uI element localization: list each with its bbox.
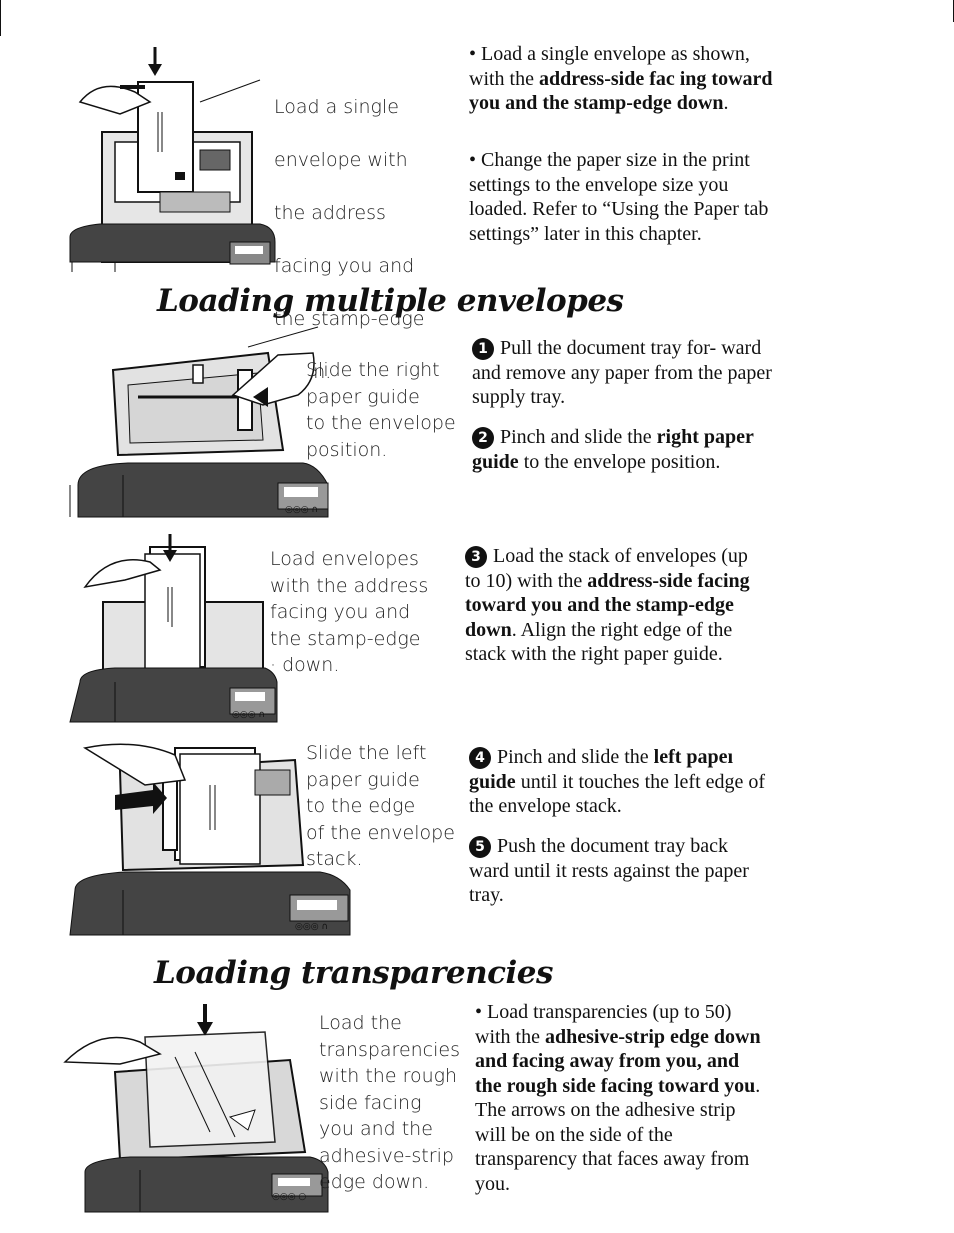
step-number-5-icon: 5: [469, 836, 491, 858]
control-panel-buttons: ◎◎◎ ∩: [232, 710, 266, 720]
control-panel-buttons: ◎◎◎ ○: [272, 1192, 307, 1202]
text-run: • Change the paper size in the print set…: [469, 149, 769, 245]
step-number-4-icon: 4: [469, 747, 491, 769]
caption-line: envelope with: [274, 148, 408, 171]
step-5-body: Push the document tray back ward until i…: [469, 835, 749, 906]
printer-single-envelope-illustration: [69, 47, 276, 272]
step3-caption: Load envelopes with the address facing y…: [270, 548, 429, 676]
section-heading-transparencies: Loading transparencies: [154, 955, 553, 991]
text-run: Pinch and slide the: [500, 426, 657, 448]
transparency-bullet: • Load transparencies (up to 50) with th…: [475, 1000, 768, 1196]
text-run: until it touches the left edge of the en…: [469, 770, 766, 818]
caption-line: Load a single: [274, 95, 399, 118]
printer-envelope-stack-illustration: [69, 534, 278, 723]
caption-line: the stamp-edge: [274, 307, 425, 330]
step-1-body: Pull the document tray for- ward and rem…: [472, 337, 772, 408]
scan-edge-mark: [0, 0, 1, 36]
caption-line: facing you and: [274, 254, 415, 277]
step-number-3-icon: 3: [465, 546, 487, 568]
step-number-1-icon: 1: [472, 338, 494, 360]
single-envelope-caption: Load a single envelope with the address …: [274, 67, 464, 412]
text-run: . The arrows on the adhesive strip will …: [475, 1074, 761, 1195]
bold-text: address-side facing toward you and the s…: [465, 569, 750, 641]
single-envelope-bullet-1: • Load a single envelope as shown, with …: [469, 42, 774, 116]
bold-text: address-side fac ing toward you and the …: [469, 67, 773, 115]
step-number-2-icon: 2: [472, 427, 494, 449]
single-envelope-bullet-2: • Change the paper size in the print set…: [469, 148, 769, 246]
text-run: Load the stack of envelopes (up to 10) w…: [465, 545, 748, 592]
transparency-caption: Load the transparencies with the rough s…: [319, 1012, 460, 1193]
bold-text: right paper guide: [472, 426, 754, 473]
text-run: Push the document tray back ward until i…: [469, 835, 749, 906]
bold-text: left papeı guide: [469, 746, 734, 793]
text-run: .: [723, 92, 729, 114]
printer-transparency-illustration: [63, 1004, 329, 1213]
text-run: . Align the right edge of the stack with…: [465, 618, 733, 666]
text-run: to the envelope position.: [518, 450, 721, 473]
control-panel-buttons: ◎◎◎ ∩: [285, 505, 319, 515]
step4-caption: Slide the left paper guide to the edge o…: [306, 742, 455, 870]
step-4-body: Pinch and slide the left papeı guide unt…: [469, 746, 765, 817]
step-3-body: Load the stack of envelopes (up to 10) w…: [465, 545, 750, 665]
text-run: • Load a single envelope as shown, with …: [469, 43, 750, 90]
text-run: • Load transparencies (up to 50) with th…: [475, 1001, 732, 1048]
step-2-body: Pinch and slide the right paper guide to…: [472, 426, 754, 473]
section-heading-multiple-envelopes: Loading multiple envelopes: [157, 283, 624, 319]
printer-right-guide-illustration: [69, 326, 329, 518]
text-run: Pull the document tray for- ward and rem…: [472, 337, 772, 408]
caption-line: the address: [274, 201, 386, 224]
text-run: Pinch and slide the: [497, 746, 654, 768]
control-panel-buttons: ◎◎◎ ∩: [295, 922, 329, 932]
bold-text: adhesive-strip edge down and facing away…: [475, 1025, 761, 1097]
step1-caption: Slide the right paper guide to the envel…: [306, 359, 456, 461]
printer-left-guide-illustration: [69, 743, 351, 936]
